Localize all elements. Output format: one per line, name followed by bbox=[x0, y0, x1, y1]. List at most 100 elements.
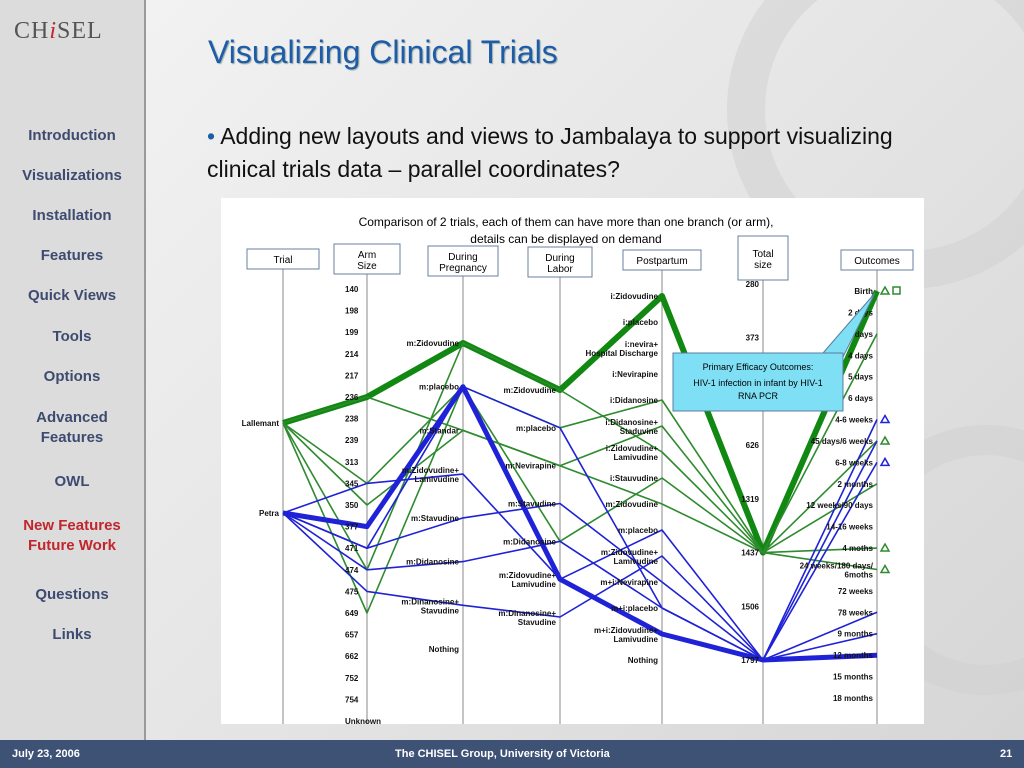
axis-header-label-4: Postpartum bbox=[636, 256, 687, 267]
sidebar-item-installation[interactable]: Installation bbox=[32, 207, 112, 224]
sidebar-item-visualizations[interactable]: Visualizations bbox=[22, 167, 122, 184]
sidebar-item-tools[interactable]: Tools bbox=[52, 328, 92, 345]
axis-value-label: 662 bbox=[345, 652, 359, 661]
axis-value-label: 373 bbox=[746, 334, 760, 343]
axis-value-label: Birth bbox=[854, 287, 873, 296]
axis-value-label: 140 bbox=[345, 285, 359, 294]
axis-value-label: 377 bbox=[345, 523, 359, 532]
sidebar-item-questions[interactable]: Questions bbox=[35, 586, 109, 603]
axis-value-label: 236 bbox=[345, 393, 359, 402]
outcome-triangle-marker bbox=[879, 563, 891, 574]
axis-value-label: 12 weeks/90 days bbox=[806, 501, 873, 510]
axis-value-label: 3 days bbox=[848, 330, 873, 339]
data-line-lallemant-5 bbox=[282, 333, 878, 554]
axis-value-label: 45 days/6 weeks bbox=[811, 437, 874, 446]
footer-org: The CHISEL Group, University of Victoria bbox=[395, 748, 610, 760]
axis-value-label: 1319 bbox=[741, 495, 759, 504]
axis-value-label: 1506 bbox=[741, 602, 759, 611]
sidebar-item-new-features[interactable]: New Features Future Work bbox=[23, 517, 121, 554]
axis-value-label: 238 bbox=[345, 415, 359, 424]
sidebar-item-advanced-features[interactable]: Advanced Features bbox=[36, 409, 108, 446]
bullet-icon: • bbox=[207, 123, 216, 149]
footer: July 23, 2006 The CHISEL Group, Universi… bbox=[0, 740, 1024, 768]
bullet-point: • Adding new layouts and views to Jambal… bbox=[207, 120, 967, 186]
sidebar-item-owl[interactable]: OWL bbox=[54, 473, 90, 490]
axis-value-label: m+i:placebo bbox=[611, 604, 658, 613]
axis-value-label: 18 months bbox=[833, 694, 874, 703]
axis-value-label: i:Stauvudine bbox=[610, 474, 659, 483]
slide-title: Visualizing Clinical Trials bbox=[208, 34, 558, 70]
axis-value-label: m:placebo bbox=[419, 383, 459, 392]
axis-value-label: 313 bbox=[345, 458, 359, 467]
axis-value-label: i:Didanosine+Staduvine bbox=[605, 418, 658, 436]
axis-value-label: 15 months bbox=[833, 673, 874, 682]
axis-value-label: 4-6 weeks bbox=[835, 416, 873, 425]
axis-value-label: m:Nevirapine bbox=[505, 462, 556, 471]
tooltip-box bbox=[672, 352, 844, 412]
axis-value-label: 198 bbox=[345, 307, 359, 316]
axis-value-label: 6 days bbox=[848, 394, 873, 403]
outcome-triangle-marker bbox=[879, 435, 891, 445]
axis-header-box-4 bbox=[622, 249, 702, 271]
axis-value-label: 754 bbox=[345, 695, 359, 704]
parallel-coordinates-plot: Comparison of 2 trials, each of them can… bbox=[242, 215, 914, 726]
axis-value-label: 14-16 weeks bbox=[826, 523, 873, 532]
sidebar-item-quick-views[interactable]: Quick Views bbox=[27, 287, 117, 304]
axis-value-label: 4 moths bbox=[842, 544, 873, 553]
axis-value-label: m:Dinanosine+Stavudine bbox=[498, 609, 556, 627]
axis-value-label: i:Nevirapine bbox=[612, 370, 658, 379]
axis-value-label: 475 bbox=[345, 587, 359, 596]
axis-header-box-3 bbox=[527, 246, 593, 278]
axis-value-label: 239 bbox=[345, 436, 359, 445]
data-line-petra-6 bbox=[282, 384, 878, 663]
tooltip-line-3: RNA PCR bbox=[738, 391, 779, 401]
axis-header-label-0: Trial bbox=[273, 255, 292, 266]
axis-header-box-5 bbox=[737, 235, 789, 281]
footer-date: July 23, 2006 bbox=[12, 748, 80, 760]
axis-value-label: 78 weeks bbox=[838, 608, 874, 617]
axis-value-label: 474 bbox=[345, 566, 359, 575]
axis-value-label: m:Standar bbox=[419, 426, 459, 435]
axis-value-label: 217 bbox=[345, 371, 359, 380]
data-line-lallemant-1 bbox=[282, 385, 878, 554]
axis-value-label: 199 bbox=[345, 328, 359, 337]
sidebar: CHiSEL Introduction Visualizations Insta… bbox=[0, 0, 146, 740]
axis-value-label: 752 bbox=[345, 674, 359, 683]
axis-value-label: Petra bbox=[259, 509, 280, 518]
chisel-logo: CHiSEL bbox=[14, 18, 103, 44]
axis-value-label: m:Didanosine bbox=[406, 558, 459, 567]
outcome-triangle-marker bbox=[879, 456, 891, 467]
axis-value-label: 72 weeks bbox=[838, 587, 874, 596]
axis-value-label: m+i:Nevirapine bbox=[600, 578, 658, 587]
parallel-coordinates-figure: Comparison of 2 trials, each of them can… bbox=[221, 198, 924, 726]
axis-value-label: m:Zidovudine bbox=[407, 339, 460, 348]
outcome-triangle-marker bbox=[879, 285, 891, 295]
sidebar-item-features[interactable]: Features bbox=[40, 247, 104, 264]
axis-value-label: 9 months bbox=[837, 630, 873, 639]
bullet-text: Adding new layouts and views to Jambalay… bbox=[207, 123, 893, 182]
axis-value-label: 5 days bbox=[848, 373, 873, 382]
sidebar-item-introduction[interactable]: Introduction bbox=[28, 127, 116, 144]
data-line-petra-11 bbox=[282, 385, 878, 661]
axis-value-label: 345 bbox=[345, 479, 359, 488]
axis-value-label: 657 bbox=[345, 631, 359, 640]
axis-header-box-0 bbox=[246, 248, 320, 270]
axis-value-label: m:Dinanosine+Stavudine bbox=[401, 597, 459, 615]
axis-value-label: 1437 bbox=[741, 549, 759, 558]
outcome-square-marker bbox=[892, 286, 901, 295]
axis-value-label: 24 weeks/180 days/6moths bbox=[800, 561, 874, 579]
axis-value-label: m:Zidovudine+Lamivudine bbox=[402, 466, 460, 484]
axis-value-label: Lallemant bbox=[242, 419, 280, 428]
axis-value-label: Nothing bbox=[429, 645, 459, 654]
axis-value-label: m+i:Zidovudine+Lamivudine bbox=[594, 626, 659, 644]
axis-value-label: 350 bbox=[345, 501, 359, 510]
axis-value-label: i:nevira+Hospital Discharge bbox=[586, 340, 659, 358]
sidebar-item-links[interactable]: Links bbox=[52, 626, 92, 643]
sidebar-item-options[interactable]: Options bbox=[43, 368, 101, 385]
axis-header-box-1 bbox=[333, 243, 401, 275]
data-line-lallemant-2 bbox=[282, 422, 878, 554]
